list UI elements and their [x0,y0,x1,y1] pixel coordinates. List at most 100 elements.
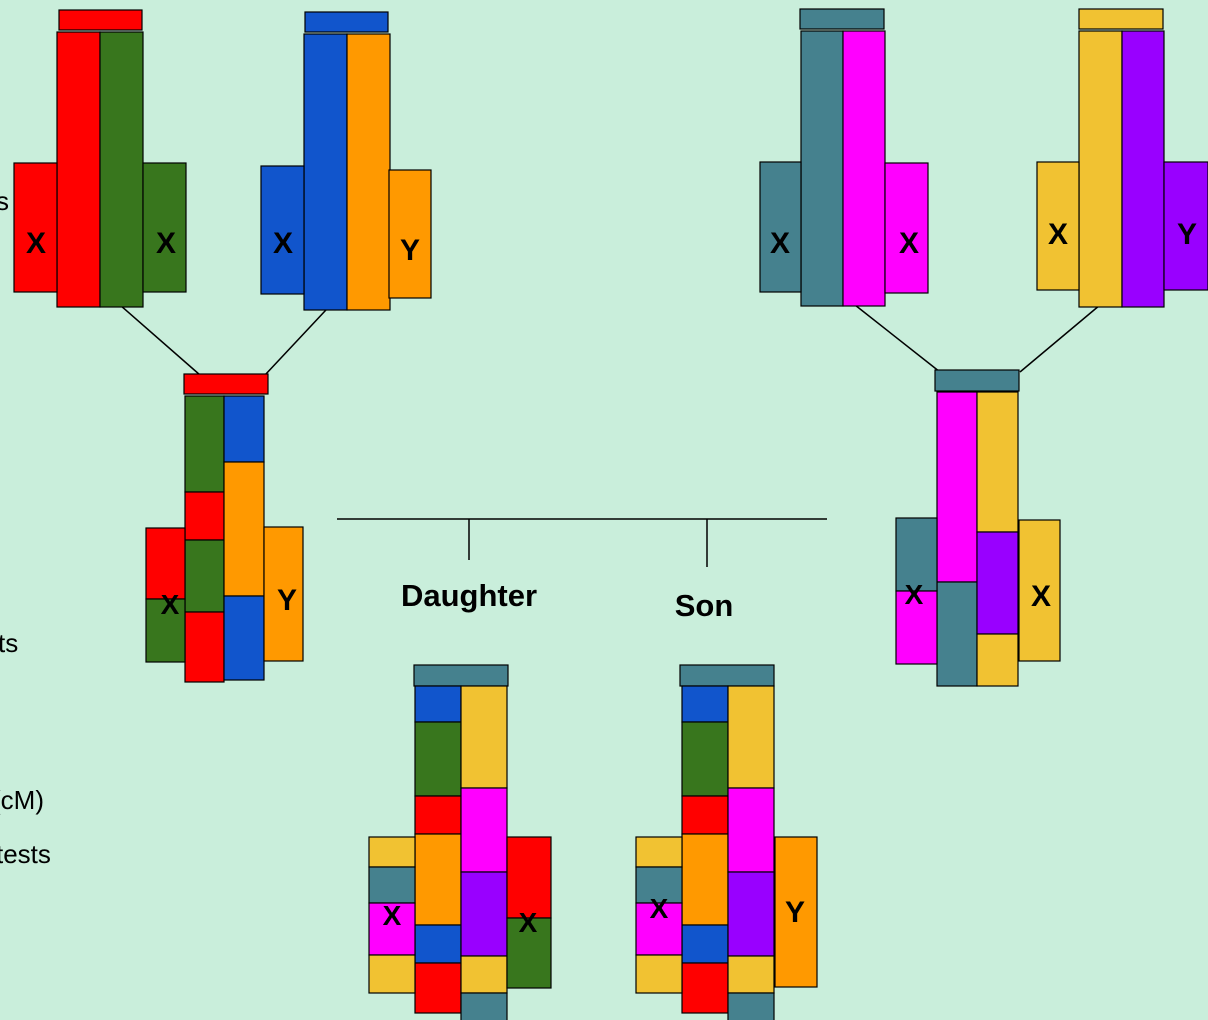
daughter-chromosome [460,685,508,789]
father-y [263,526,304,662]
daughter-x-from-mother [368,902,416,956]
mother-chromosome [976,633,1019,687]
daughter-chromosome [414,721,462,797]
daughter-chromosome [414,685,462,723]
paternal-grandmother-chromosome [99,31,144,308]
cap-paternal-grandfather [304,11,389,33]
son-chromosome [727,787,775,873]
line-paternal-grandmother-to-father [119,304,201,376]
label-y: Y [785,896,805,929]
cap-daughter [413,664,509,687]
son-chromosome [727,685,775,789]
mother-chromosome [976,531,1019,635]
daughter-chromosome [460,992,508,1020]
label-x: X [770,227,790,260]
paternal-grandfather-x [260,165,305,295]
daughter-x-from-mother [368,836,416,868]
partial-text-3: (cM) [0,785,44,815]
daughter-chromosome [460,787,508,873]
son-chromosome [727,871,775,957]
daughter-chromosome [460,871,508,957]
label-x: X [905,579,924,610]
label-x: X [383,900,402,931]
cap-maternal-grandfather [1078,8,1164,30]
maternal-grandfather-y [1163,161,1208,291]
label-x: X [650,893,669,924]
maternal-grandmother-x-teal [759,161,802,293]
mother-chromosome [976,391,1019,533]
mother-x-yellow [1018,519,1061,662]
label-x: X [273,227,293,260]
daughter-chromosome [414,833,462,926]
mother-x [895,517,938,592]
label-daughter: Daughter [401,578,537,613]
father-chromosome [184,491,225,541]
label-son: Son [675,588,734,623]
daughter-chromosome [460,955,508,994]
label-x: X [519,907,538,938]
father-chromosome [223,461,265,597]
son-chromosome [681,721,729,797]
label-x: X [156,227,176,260]
paternal-grandfather-chromosome [303,33,348,311]
father-chromosome [184,539,225,613]
label-x: X [26,227,46,260]
daughter-chromosome [414,924,462,964]
label-x: X [899,227,919,260]
son-chromosome [727,992,775,1020]
son-chromosome [681,795,729,835]
cap-father [183,373,269,395]
paternal-grandfather-y [388,169,432,299]
paternal-grandmother-chromosome [56,31,101,308]
father-chromosome [184,611,225,683]
son-x-from-mother [635,954,683,994]
son-chromosome [681,685,729,723]
partial-text-4: tests [0,839,51,869]
father-x [145,527,186,600]
partial-text-2: ts [0,628,19,658]
father-chromosome [223,395,265,463]
son-x-from-mother [635,902,683,956]
son-chromosome [681,962,729,1014]
paternal-grandfather-chromosome [346,33,391,311]
partial-text-1: s [0,186,9,216]
daughter-x-from-father [506,917,552,989]
son-chromosome [681,924,729,964]
cap-mother [934,369,1020,392]
daughter-x-from-mother [368,866,416,904]
son-chromosome [727,955,775,994]
son-chromosome [681,833,729,926]
maternal-grandmother-chromosome [842,30,886,307]
father-x [145,598,186,663]
cap-maternal-grandmother [799,8,885,30]
cap-son [679,664,775,687]
daughter-chromosome [414,962,462,1014]
son-x-from-mother [635,836,683,868]
cap-paternal-grandmother [58,9,143,31]
son-y [774,836,818,988]
daughter-x-from-father [506,836,552,919]
mother-x [895,590,938,665]
label-x: X [161,589,180,620]
line-maternal-grandmother-to-mother [854,304,941,373]
mother-chromosome [936,391,978,583]
line-maternal-grandfather-to-mother [1019,304,1101,373]
maternal-grandmother-x-magenta [884,162,929,294]
daughter-chromosome [414,795,462,835]
maternal-grandfather-x [1036,161,1080,291]
maternal-grandfather-chromosome [1078,30,1123,308]
label-y: Y [1177,218,1197,251]
daughter-x-from-mother [368,954,416,994]
label-x: X [1048,218,1068,251]
mother-chromosome [936,581,978,687]
maternal-grandfather-chromosome [1121,30,1165,308]
paternal-grandmother-x-red [13,162,58,293]
label-y: Y [277,584,297,617]
father-chromosome [184,395,225,493]
paternal-grandmother-x-green [142,162,187,293]
father-chromosome [223,595,265,681]
label-x: X [1031,580,1051,613]
maternal-grandmother-chromosome [800,30,844,307]
label-y: Y [400,234,420,267]
